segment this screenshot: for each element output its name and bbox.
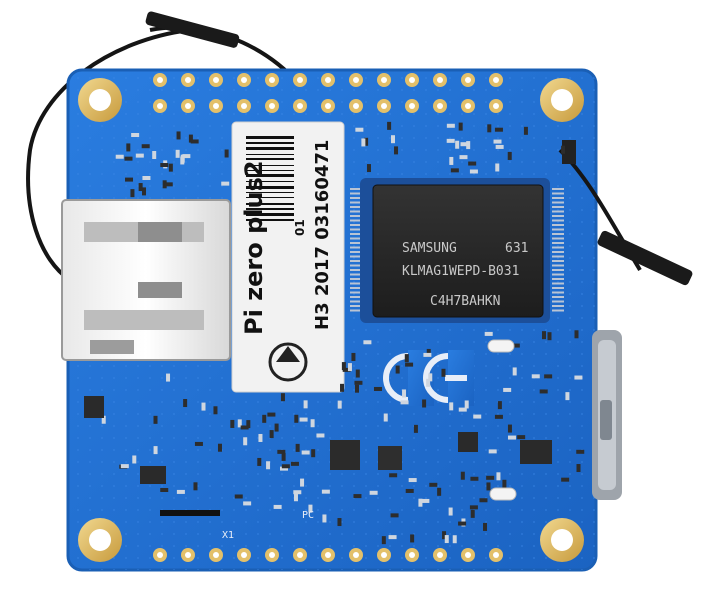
antenna-wire xyxy=(26,28,191,282)
emmc-chip: SAMSUNG 631 KLMAG1WEPD-B031 C4H7BAHKN xyxy=(360,178,550,323)
top-gpio-header xyxy=(153,73,503,113)
bottom-gpio-header xyxy=(153,548,503,562)
chip-line1-right: 631 xyxy=(505,241,528,256)
chip-line1-left: SAMSUNG xyxy=(402,241,457,256)
antenna-tip-right xyxy=(597,230,693,286)
sticker-small-text: 01 xyxy=(293,219,307,236)
sd-card-slot xyxy=(61,199,231,361)
sticker-model-text: Pi zero plus2 xyxy=(240,160,268,335)
small-ic-square xyxy=(330,440,360,470)
mounting-holes xyxy=(78,78,584,562)
small-components xyxy=(101,121,585,545)
sticker-code-text: H3 2017 03160471 xyxy=(312,140,333,330)
ce-mark-text: CE xyxy=(0,0,2,1)
barcode-sticker: Pi zero plus2 H3 2017 03160471 01 xyxy=(231,121,345,393)
silk-pc: PC xyxy=(302,510,314,521)
chip-line2: KLMAG1WEPD-B031 xyxy=(402,264,519,279)
micro-usb-connector xyxy=(592,330,622,500)
chip-line3: C4H7BAHKN xyxy=(430,294,500,309)
antenna-tip xyxy=(145,11,240,48)
silk-x1: X1 xyxy=(222,530,234,541)
